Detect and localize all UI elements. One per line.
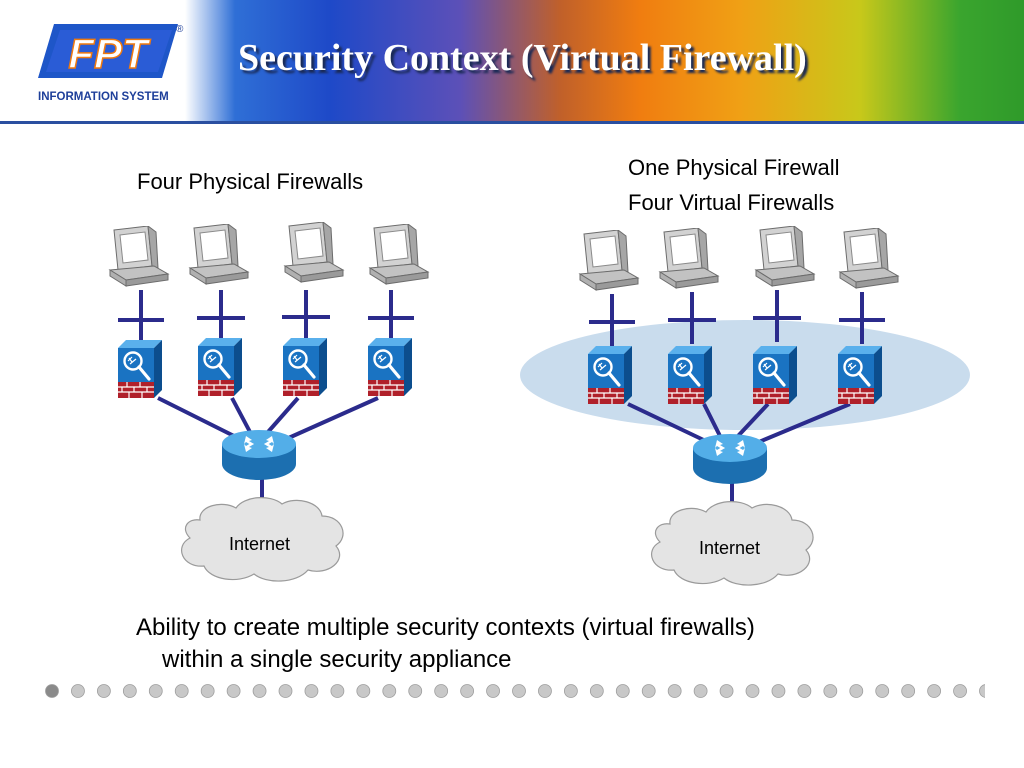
- right-pc-4: [839, 228, 899, 289]
- caption-line-2: within a single security appliance: [162, 646, 512, 673]
- right-links: [589, 290, 885, 505]
- header-divider: [0, 121, 1024, 124]
- left-firewall-4: [368, 338, 412, 396]
- logo-subtext: INFORMATION SYSTEM: [38, 91, 169, 103]
- footer-dot: [382, 684, 397, 698]
- footer-dot: [304, 684, 319, 698]
- footer-dot-active: [45, 684, 59, 698]
- footer-dot: [512, 684, 526, 698]
- footer-dot: [460, 684, 475, 698]
- footer-dot: [174, 684, 189, 698]
- logo-letters: FPT: [68, 30, 151, 77]
- footer-dot: [615, 684, 630, 698]
- footer-dot: [408, 684, 423, 698]
- footer-dot: [641, 684, 656, 698]
- footer-dot: [797, 684, 812, 698]
- fpt-logo: FPT ® INFORMATION SYSTEM: [38, 24, 184, 103]
- footer-dot: [226, 684, 241, 698]
- right-group-label-line1: One Physical Firewall: [628, 155, 840, 180]
- right-internet-cloud: [651, 501, 814, 586]
- footer-dot: [589, 684, 604, 698]
- footer-dot: [434, 684, 449, 698]
- right-pc-2: [659, 228, 719, 289]
- left-pc-4: [369, 224, 429, 285]
- left-group-label: Four Physical Firewalls: [137, 169, 364, 194]
- header-banner: [0, 0, 1024, 122]
- right-firewall-2: [668, 346, 712, 404]
- footer-dot: [356, 684, 371, 698]
- left-cloud-label: Internet: [229, 534, 291, 554]
- left-pc-1: [109, 226, 169, 287]
- footer-dot: [927, 684, 942, 698]
- slide-title: Security Context (Virtual Firewall): [238, 37, 807, 79]
- right-firewall-3: [753, 346, 797, 404]
- footer-dot: [563, 684, 578, 698]
- footer-dot: [200, 684, 215, 698]
- left-firewall-3: [283, 338, 327, 396]
- footer-dot: [71, 684, 85, 698]
- right-router: [693, 434, 767, 484]
- left-router: [222, 430, 296, 480]
- footer-dot: [252, 684, 267, 698]
- right-group-label-line2: Four Virtual Firewalls: [628, 190, 835, 215]
- left-firewall-1: [118, 340, 162, 398]
- left-pc-2: [189, 224, 249, 285]
- caption-line-1: Ability to create multiple security cont…: [136, 614, 755, 641]
- footer-dot: [693, 684, 708, 698]
- footer-dot: [745, 684, 760, 698]
- footer-dot: [122, 684, 137, 698]
- left-pc-3: [284, 222, 344, 283]
- footer-dot: [719, 684, 734, 698]
- left-internet-cloud: [181, 497, 344, 582]
- footer-dot: [667, 684, 682, 698]
- footer-dot: [875, 684, 890, 698]
- virtual-context-ellipse: [520, 320, 970, 430]
- footer-dot: [278, 684, 293, 698]
- right-pc-3: [755, 226, 815, 287]
- right-pc-1: [579, 230, 639, 291]
- footer-dot: [901, 684, 916, 698]
- left-links: [118, 290, 414, 505]
- logo-registered-mark: ®: [176, 24, 184, 35]
- footer-dot: [771, 684, 786, 698]
- footer-dot: [96, 684, 111, 698]
- slide-caption: Ability to create multiple security cont…: [136, 612, 755, 676]
- footer-dot: [538, 684, 552, 698]
- footer-dot: [148, 684, 163, 698]
- left-firewall-2: [198, 338, 242, 396]
- footer-dot: [486, 684, 500, 698]
- footer-dot-row: [45, 684, 985, 698]
- right-cloud-label: Internet: [699, 538, 761, 558]
- right-firewall-4: [838, 346, 882, 404]
- footer-dot: [953, 684, 967, 698]
- right-firewall-1: [588, 346, 632, 404]
- footer-dot: [849, 684, 864, 698]
- footer-dot: [823, 684, 838, 698]
- footer-dot: [979, 684, 985, 698]
- footer-dot: [330, 684, 345, 698]
